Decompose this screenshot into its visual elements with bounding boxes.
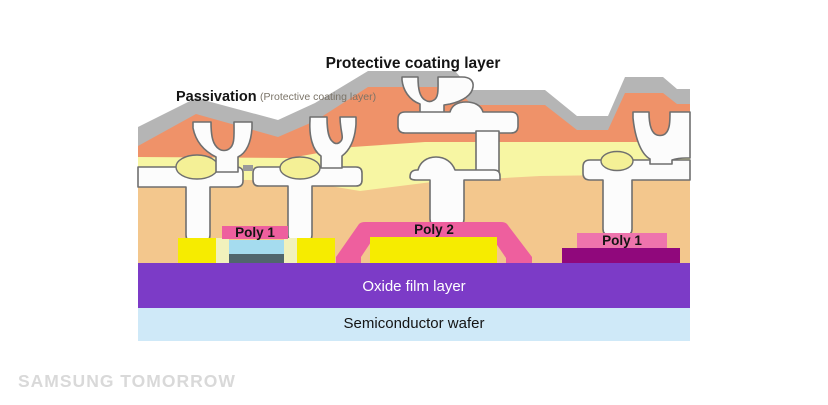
poly1-right-magenta-block: [562, 248, 680, 263]
watermark: SAMSUNG TOMORROW: [18, 371, 236, 391]
left-pale-strip-b: [284, 238, 297, 263]
poly2-yellow-block: [370, 237, 497, 263]
metal-via-y-4: [632, 111, 691, 165]
poly2-gate-arch: [336, 222, 532, 263]
via-bump-2: [279, 156, 321, 180]
semiconductor-wafer-label: Semiconductor wafer: [344, 315, 485, 332]
semiconductor-wafer-shape: [138, 308, 690, 341]
channel-teal-block: [229, 254, 284, 263]
metal-bar-upper-3: [397, 101, 519, 134]
via-bump-4: [600, 150, 634, 172]
metal-neck-3: [475, 130, 500, 173]
oxide-film-layer-shape: [138, 263, 690, 308]
metal-bar-stem-3: [409, 156, 501, 226]
via-bump-1: [175, 154, 219, 180]
passivation-sub-label: (Protective coating layer): [260, 91, 376, 103]
poly1-left-label: Poly 1: [235, 225, 275, 240]
poly1-right-bar: [577, 233, 667, 248]
poly2-label: Poly 2: [414, 222, 454, 237]
poly1-right-label: Poly 1: [602, 233, 642, 248]
left-pale-strip-a: [216, 238, 229, 263]
metal-bar-stem-2: [252, 166, 363, 242]
protective-coating-label: Protective coating layer: [326, 55, 501, 72]
poly1-left-bar: [222, 226, 288, 239]
left-yellow-block-a: [178, 238, 216, 263]
gate-oxide-cyan-block: [229, 240, 284, 254]
metal-via-y-3: [401, 76, 474, 115]
left-yellow-block-b: [297, 238, 335, 263]
oxide-film-layer-label: Oxide film layer: [362, 278, 465, 295]
metal-via-y-1: [192, 121, 253, 173]
metal-via-y-2: [309, 116, 357, 169]
passivation-label: Passivation: [176, 89, 257, 105]
metal-gap-marker: [243, 165, 253, 171]
